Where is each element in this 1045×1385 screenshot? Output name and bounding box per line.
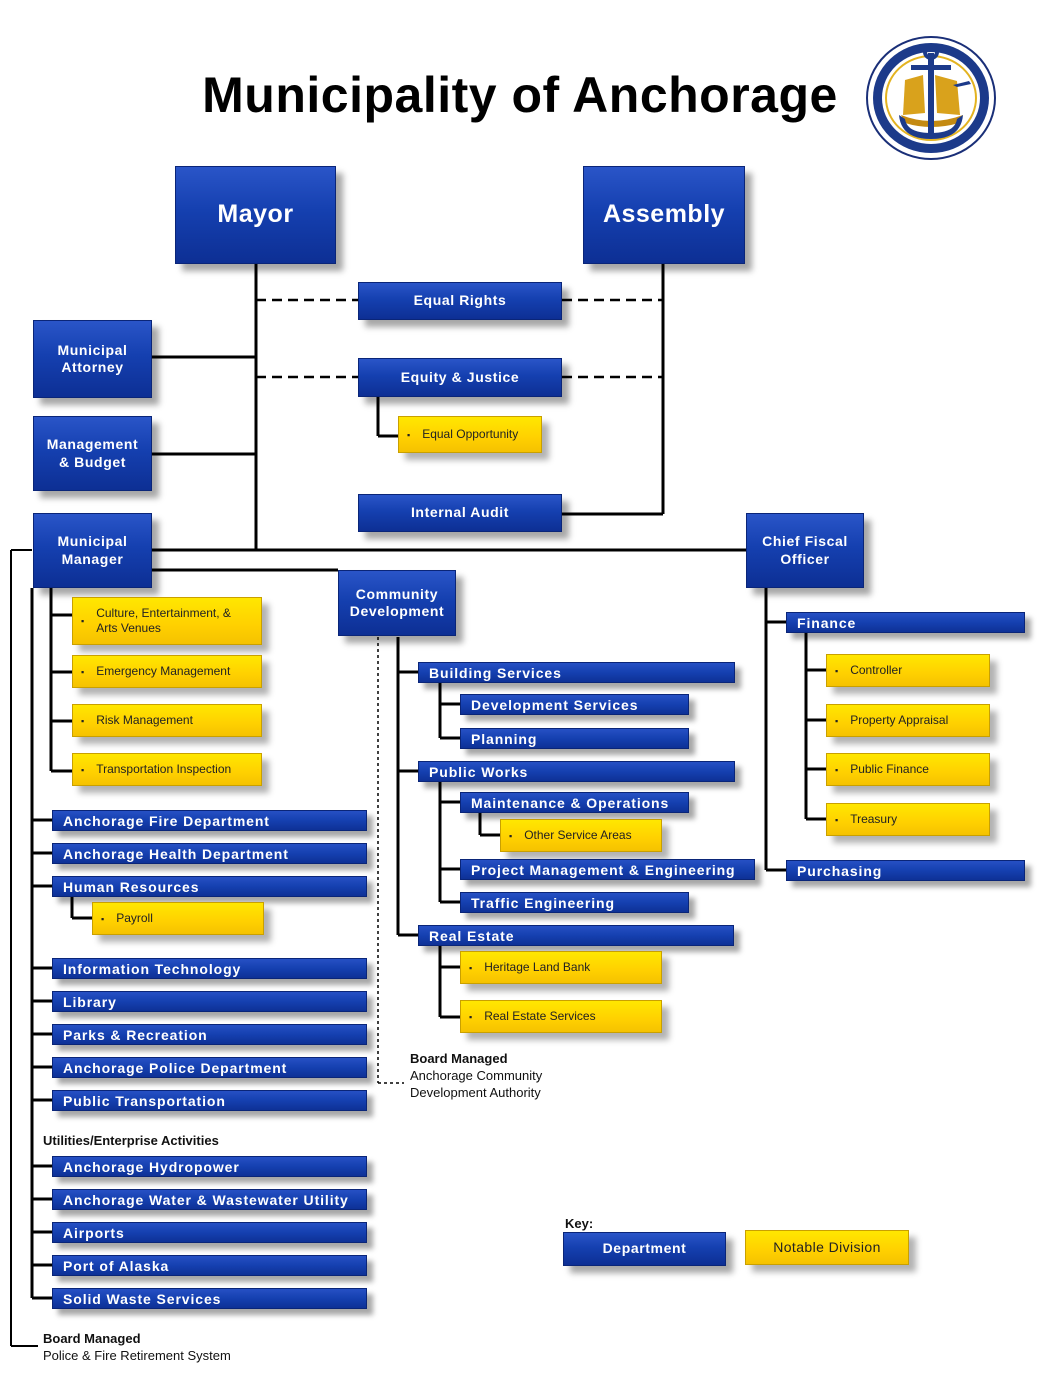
division-label: Property Appraisal	[850, 713, 949, 727]
bullet-icon: ▪	[81, 616, 85, 626]
bullet-icon: ▪	[469, 962, 473, 973]
planning-bar[interactable]: Planning	[460, 728, 689, 749]
division-label: Transportation Inspection	[96, 762, 232, 776]
bullet-icon: ▪	[835, 665, 839, 676]
board-managed-heading: Board Managed	[43, 1331, 141, 1346]
traffic-engineering-bar[interactable]: Traffic Engineering	[460, 892, 689, 913]
library-bar[interactable]: Library	[52, 991, 367, 1012]
risk-management-division[interactable]: ▪ Risk Management	[72, 704, 262, 737]
division-label: Equal Opportunity	[422, 427, 519, 441]
chief-fiscal-officer-box[interactable]: Chief Fiscal Officer	[746, 513, 864, 588]
division-label: Risk Management	[96, 713, 193, 727]
bullet-icon: ▪	[509, 830, 513, 841]
bullet-icon: ▪	[81, 764, 85, 775]
bullet-icon: ▪	[407, 429, 411, 440]
division-label: Public Finance	[850, 762, 929, 776]
parks-recreation-bar[interactable]: Parks & Recreation	[52, 1024, 367, 1045]
utilities-heading: Utilities/Enterprise Activities	[43, 1133, 219, 1148]
board-managed-heading: Board Managed	[410, 1051, 508, 1066]
board-managed-line2: Development Authority	[410, 1085, 541, 1100]
controller-division[interactable]: ▪ Controller	[826, 654, 990, 687]
anchorage-police-department-bar[interactable]: Anchorage Police Department	[52, 1057, 367, 1078]
heritage-land-bank-division[interactable]: ▪ Heritage Land Bank	[460, 951, 662, 984]
municipality-seal-icon	[866, 36, 996, 160]
key-division-sample: Notable Division	[745, 1230, 909, 1265]
human-resources-bar[interactable]: Human Resources	[52, 876, 367, 897]
division-label: Emergency Management	[96, 664, 231, 678]
assembly-box[interactable]: Assembly	[583, 166, 745, 264]
information-technology-bar[interactable]: Information Technology	[52, 958, 367, 979]
water-wastewater-utility-bar[interactable]: Anchorage Water & Wastewater Utility	[52, 1189, 367, 1210]
board-managed-left-note: Board Managed Police & Fire Retirement S…	[43, 1330, 231, 1364]
management-budget-box[interactable]: Management & Budget	[33, 416, 152, 491]
port-of-alaska-bar[interactable]: Port of Alaska	[52, 1255, 367, 1276]
division-label: Culture, Entertainment, & Arts Venues	[96, 606, 231, 635]
bullet-icon: ▪	[469, 1011, 473, 1022]
community-development-box[interactable]: Community Development	[338, 570, 456, 636]
board-managed-center-note: Board Managed Anchorage Community Develo…	[410, 1050, 542, 1101]
culture-entertainment-arts-division[interactable]: ▪ Culture, Entertainment, & Arts Venues	[72, 597, 262, 645]
anchorage-hydropower-bar[interactable]: Anchorage Hydropower	[52, 1156, 367, 1177]
bullet-icon: ▪	[835, 764, 839, 775]
bullet-icon: ▪	[835, 814, 839, 825]
equal-opportunity-division[interactable]: ▪ Equal Opportunity	[398, 416, 542, 453]
development-services-bar[interactable]: Development Services	[460, 694, 689, 715]
municipal-manager-box[interactable]: Municipal Manager	[33, 513, 152, 588]
key-label: Key:	[565, 1216, 594, 1231]
board-managed-line1: Anchorage Community	[410, 1068, 543, 1083]
division-label: Heritage Land Bank	[484, 960, 591, 974]
real-estate-services-division[interactable]: ▪ Real Estate Services	[460, 1000, 662, 1033]
finance-bar[interactable]: Finance	[786, 612, 1025, 633]
mayor-box[interactable]: Mayor	[175, 166, 336, 264]
public-works-bar[interactable]: Public Works	[418, 761, 735, 782]
page-title: Municipality of Anchorage	[202, 67, 838, 123]
bullet-icon: ▪	[81, 715, 85, 726]
other-service-areas-division[interactable]: ▪ Other Service Areas	[500, 819, 662, 852]
division-label: Controller	[850, 663, 903, 677]
key-department-sample: Department	[563, 1232, 726, 1266]
equal-rights-box[interactable]: Equal Rights	[358, 282, 562, 320]
division-label: Real Estate Services	[484, 1009, 596, 1023]
airports-bar[interactable]: Airports	[52, 1222, 367, 1243]
division-label: Treasury	[850, 812, 898, 826]
maintenance-operations-bar[interactable]: Maintenance & Operations	[460, 792, 689, 813]
internal-audit-box[interactable]: Internal Audit	[358, 494, 562, 532]
treasury-division[interactable]: ▪ Treasury	[826, 803, 990, 836]
board-managed-text: Police & Fire Retirement System	[43, 1348, 231, 1363]
purchasing-bar[interactable]: Purchasing	[786, 860, 1025, 881]
emergency-management-division[interactable]: ▪ Emergency Management	[72, 655, 262, 688]
bullet-icon: ▪	[835, 715, 839, 726]
division-label: Other Service Areas	[524, 828, 632, 842]
anchorage-health-department-bar[interactable]: Anchorage Health Department	[52, 843, 367, 864]
building-services-bar[interactable]: Building Services	[418, 662, 735, 683]
equity-justice-box[interactable]: Equity & Justice	[358, 358, 562, 397]
real-estate-bar[interactable]: Real Estate	[418, 925, 734, 946]
bullet-icon: ▪	[81, 666, 85, 677]
solid-waste-services-bar[interactable]: Solid Waste Services	[52, 1288, 367, 1309]
payroll-division[interactable]: ▪ Payroll	[92, 902, 264, 935]
anchorage-fire-department-bar[interactable]: Anchorage Fire Department	[52, 810, 367, 831]
public-finance-division[interactable]: ▪ Public Finance	[826, 753, 990, 786]
bullet-icon: ▪	[101, 913, 105, 924]
municipal-attorney-box[interactable]: Municipal Attorney	[33, 320, 152, 398]
division-label: Payroll	[116, 911, 153, 925]
project-management-engineering-bar[interactable]: Project Management & Engineering	[460, 859, 755, 880]
property-appraisal-division[interactable]: ▪ Property Appraisal	[826, 704, 990, 737]
transportation-inspection-division[interactable]: ▪ Transportation Inspection	[72, 753, 262, 786]
public-transportation-bar[interactable]: Public Transportation	[52, 1090, 367, 1111]
